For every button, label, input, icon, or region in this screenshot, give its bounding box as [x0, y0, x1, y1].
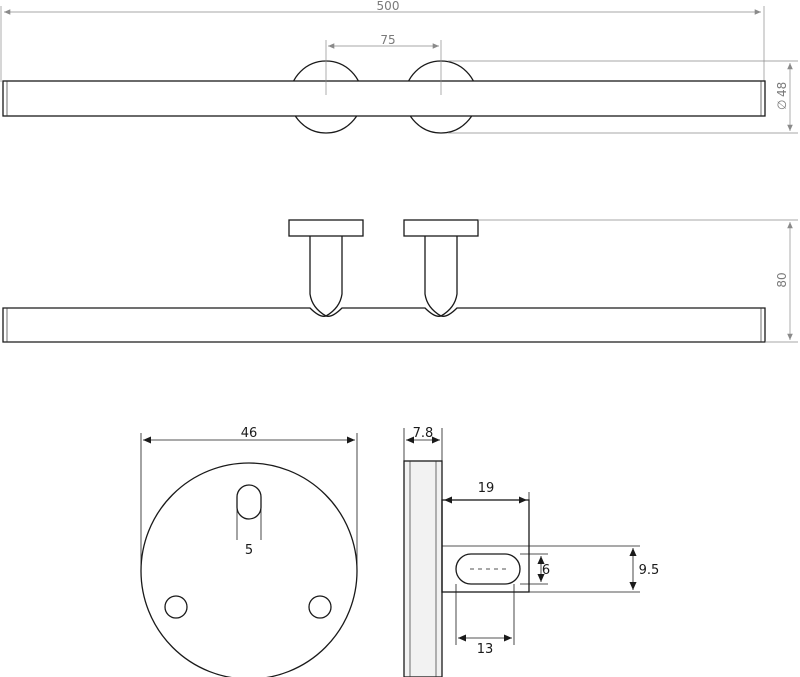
detail-plate-side: 7.8 19 6 9.5 13 [403, 426, 660, 677]
label-total-length: 500 [377, 0, 400, 13]
side-view: 80 [2, 219, 798, 343]
label-arm-height: 9.5 [639, 563, 660, 578]
label-diameter-symbol: ∅ [775, 100, 789, 110]
screw-hole-right [308, 595, 332, 619]
stem-left [309, 236, 343, 317]
label-plate-diameter: 46 [241, 426, 258, 441]
stem-right [424, 236, 458, 317]
mounting-plate [140, 462, 358, 677]
label-slot-length: 13 [477, 642, 494, 657]
detail-plate-front: 46 5 [140, 426, 358, 677]
label-slot-width: 5 [245, 543, 253, 558]
wall-plate-left [288, 219, 364, 237]
tube-top [2, 80, 766, 117]
label-diameter: 48 [775, 82, 789, 97]
tube-side [2, 307, 766, 343]
label-slot-height: 6 [542, 563, 550, 578]
label-arm-length: 19 [478, 481, 495, 496]
label-hook-spacing: 75 [380, 33, 395, 47]
wall-plate-right [403, 219, 479, 237]
mounting-slot [236, 484, 262, 520]
label-plate-thickness: 7.8 [413, 426, 434, 441]
screw-hole-left [164, 595, 188, 619]
label-depth: 80 [775, 272, 789, 287]
slot-profile [455, 553, 521, 585]
top-view: 500 75 ∅ 48 [0, 0, 798, 134]
